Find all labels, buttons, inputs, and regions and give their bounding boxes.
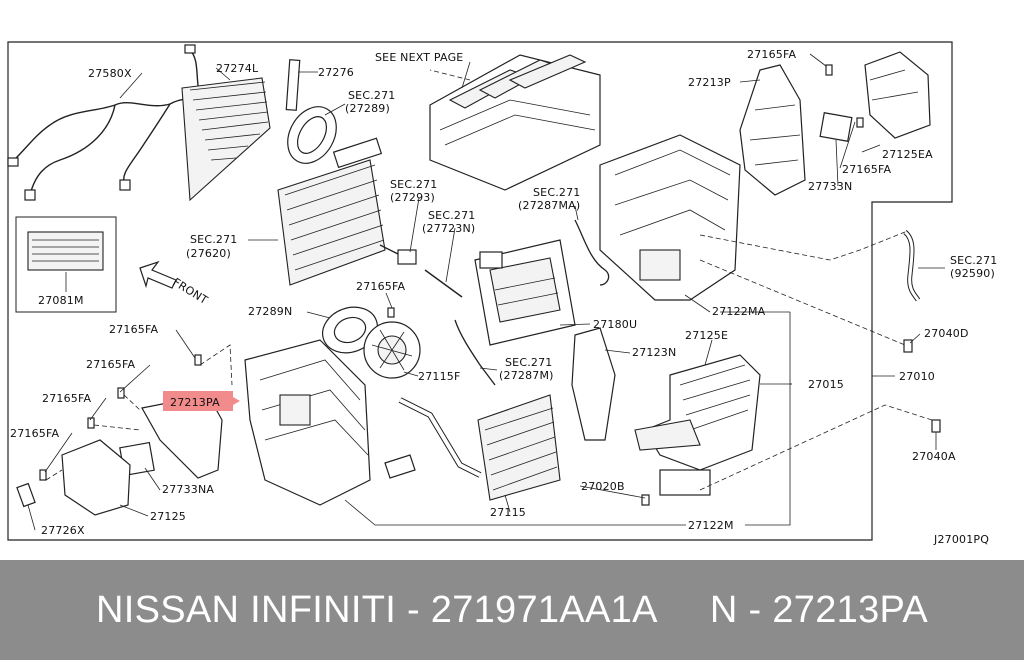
harness-connector (7, 157, 19, 167)
strip-27276 (285, 59, 301, 111)
harness-connector (184, 44, 196, 54)
label-27040a: 27040A (912, 450, 956, 463)
sensor-27726x (16, 482, 36, 508)
label-sec271-e: SEC.271 (190, 233, 238, 246)
label-27213p: 27213P (688, 76, 731, 89)
screw-27040a (931, 419, 941, 433)
label-27726x: 27726X (41, 524, 85, 537)
housing-27125e (634, 354, 761, 496)
harness-connector (119, 179, 131, 191)
label-27287m: (27287M) (499, 369, 554, 382)
label-sec271-d: SEC.271 (428, 209, 476, 222)
footer-part-numbers: NISSAN INFINITI - 271971AA1A N - 27213PA (96, 588, 928, 631)
label-27165fa-left1: 27165FA (109, 323, 159, 336)
screw-27165fa (387, 307, 395, 318)
label-27580x: 27580X (88, 67, 132, 80)
label-27165fa-left2: 27165FA (86, 358, 136, 371)
inset-box-27081m (15, 216, 117, 313)
label-sec271-b: SEC.271 (390, 178, 438, 191)
label-27040d: 27040D (924, 327, 969, 340)
label-27287ma: (27287MA) (518, 199, 580, 212)
filter-27274l (181, 77, 271, 202)
label-92590: (92590) (950, 267, 995, 280)
screw-27040d (903, 339, 913, 353)
bracket (384, 454, 416, 479)
evaporator-27620 (277, 137, 386, 286)
grille-27180u (474, 239, 576, 346)
parts-diagram: 27580X 27274L 27276 SEC.271 (27289) SEE … (7, 41, 998, 546)
harness-connector (24, 189, 36, 201)
label-27733n: 27733N (808, 180, 852, 193)
heater-core-27115 (477, 394, 561, 501)
label-27274l: 27274L (216, 62, 259, 75)
leader-lines (27, 53, 945, 531)
actuator-27733n (819, 112, 853, 142)
label-27020b: 27020B (581, 480, 625, 493)
screw-27165fa (117, 387, 125, 399)
label-27122ma: 27122MA (712, 305, 766, 318)
upper-housing (429, 54, 601, 191)
label-27122m: 27122M (688, 519, 734, 532)
label-sec271-a: SEC.271 (348, 89, 396, 102)
label-front: FRONT (170, 276, 210, 308)
exploded-view: 27580X 27274L 27276 SEC.271 (27289) SEE … (7, 41, 998, 546)
label-27723n: (27723N) (422, 222, 475, 235)
label-27015: 27015 (808, 378, 844, 391)
label-27165fa-left4: 27165FA (10, 427, 60, 440)
module-27122ma (599, 134, 741, 301)
label-27620: (27620) (186, 247, 231, 260)
label-27293: (27293) (390, 191, 435, 204)
duct-27213p (739, 64, 806, 196)
screw-27165fa (825, 64, 833, 76)
label-27165fa-mid: 27165FA (356, 280, 406, 293)
clip-27020b (641, 494, 650, 506)
label-sec271-f: SEC.271 (950, 254, 998, 267)
label-27123n: 27123N (632, 346, 676, 359)
diagram-frame (7, 41, 953, 541)
label-27289n: 27289N (248, 305, 292, 318)
label-27213pa: 27213PA (170, 396, 220, 409)
label-27276: 27276 (318, 66, 354, 79)
rod-27723n (424, 269, 463, 298)
main-housing-27015 (244, 339, 371, 506)
duct-27123n (571, 327, 616, 441)
label-sec271-g: SEC.271 (505, 356, 553, 369)
blower-27115f (363, 321, 421, 379)
label-27125ea: 27125EA (882, 148, 933, 161)
label-27165fa-top: 27165FA (747, 48, 797, 61)
duct-27125ea (864, 51, 931, 139)
screw-27165fa (194, 354, 202, 366)
screw-27165fa (856, 117, 864, 128)
filter-27081m (27, 231, 104, 271)
wire-27287m (454, 319, 496, 386)
label-27010: 27010 (899, 370, 935, 383)
label-27115: 27115 (490, 506, 526, 519)
label-see-next-page: SEE NEXT PAGE (375, 51, 463, 64)
label-27289: (27289) (345, 102, 390, 115)
label-sec271-c: SEC.271 (533, 186, 581, 199)
screw-27165fa (39, 469, 47, 481)
wire-27287ma (574, 219, 610, 286)
label-27165fa-left3: 27165FA (42, 392, 92, 405)
highlight-27213pa (163, 391, 233, 411)
duct-27125 (61, 439, 131, 516)
label-27125: 27125 (150, 510, 186, 523)
reference-code: J27001PQ (933, 533, 989, 546)
label-27115f: 27115F (418, 370, 461, 383)
label-27733na: 27733NA (162, 483, 214, 496)
label-27180u: 27180U (593, 318, 637, 331)
label-27125e: 27125E (685, 329, 728, 342)
label-27165fa-right: 27165FA (842, 163, 892, 176)
sensor-27293 (379, 244, 417, 265)
footer-banner: NISSAN INFINITI - 271971AA1A N - 27213PA (0, 560, 1024, 660)
front-arrow (139, 260, 177, 289)
screw-27165fa (87, 417, 95, 429)
label-27081m: 27081M (38, 294, 84, 307)
